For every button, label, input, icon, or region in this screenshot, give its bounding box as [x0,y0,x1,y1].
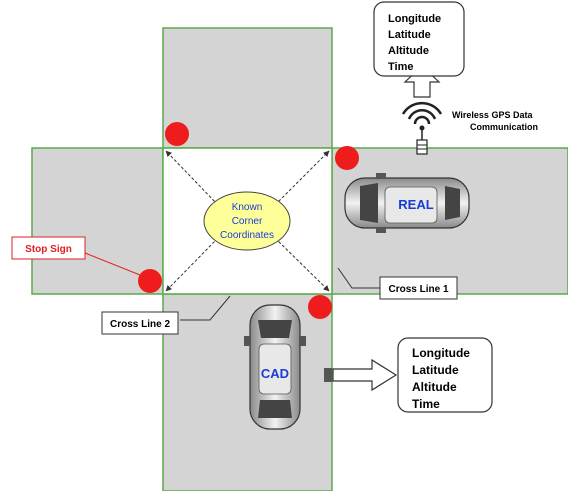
right-gps-box: Longitude Latitude Altitude Time [397,337,493,413]
road-north [162,27,333,149]
ellipse-line-3: Coordinates [220,230,274,241]
cross-line-2-box [101,311,179,335]
arrow-to-sw-corner [165,237,219,292]
corner-arrows [165,150,330,292]
stop-dot-se [308,295,332,319]
ellipse-line-1: Known [232,202,263,213]
cross-line-1-box [379,276,458,300]
real-car-label: REAL [398,197,433,212]
road-west [31,147,164,295]
top-box-line-3: Altitude [388,45,429,57]
top-box-line-4: Time [388,61,413,73]
cross-line-2-callout: Cross Line 2 [101,295,231,335]
stop-sign-callout: Stop Sign [11,236,141,276]
right-box-line-1: Longitude [412,346,470,360]
stop-dot-sw [138,269,162,293]
wireless-label-line-1: Wireless GPS Data [452,110,533,120]
arrow-to-ne-corner [274,150,330,206]
wireless-label-line-2: Communication [470,122,538,132]
top-box-line-2: Latitude [388,29,431,41]
stop-sign-dots [138,122,359,319]
arrow-to-se-corner [274,237,330,292]
top-box-line-1: Longitude [388,13,441,25]
stop-sign-label: Stop Sign [25,244,72,255]
real-car: REAL [344,173,470,233]
cross-line-2-label: Cross Line 2 [110,319,170,330]
stop-dot-nw [165,122,189,146]
cross-line-1-label: Cross Line 1 [388,284,448,295]
top-gps-box: Longitude Latitude Altitude Time [373,1,465,77]
right-box-line-4: Time [412,397,440,411]
cross-line-1-callout: Cross Line 1 [337,267,458,300]
known-corner-ellipse [203,191,291,251]
stop-sign-box [11,236,86,260]
right-arrow [324,358,398,392]
stop-dot-ne [335,146,359,170]
right-box-line-2: Latitude [412,363,459,377]
arrow-to-nw-corner [165,150,219,206]
road-south [162,293,333,491]
cad-car-label: CAD [261,366,289,381]
right-box-line-3: Altitude [412,380,457,394]
roads [31,27,568,491]
known-corner-coordinates: Known Corner Coordinates [203,191,291,251]
wireless-icon [401,101,443,155]
ellipse-line-2: Corner [232,216,263,227]
cad-car: CAD [244,304,306,430]
